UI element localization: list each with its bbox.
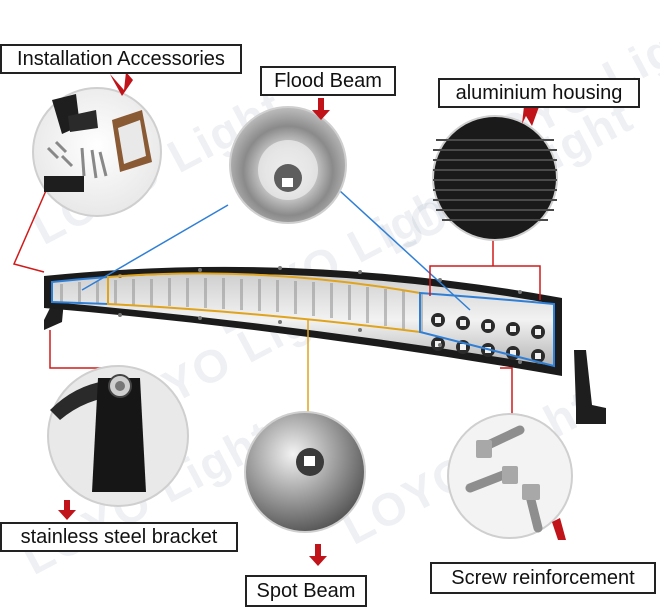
arrow-flood xyxy=(312,98,330,120)
arrow-bracket xyxy=(58,500,76,520)
spot-section-outline-right xyxy=(419,291,555,368)
connector-lines xyxy=(12,179,541,440)
screw-image xyxy=(447,413,573,539)
label-flood-beam: Flood Beam xyxy=(260,66,396,96)
pointer-arrows xyxy=(58,72,566,566)
arrow-spot xyxy=(309,544,327,566)
arrow-screw xyxy=(552,518,566,540)
label-aluminium-housing: aluminium housing xyxy=(438,78,640,108)
label-stainless-steel-bracket: stainless steel bracket xyxy=(0,522,238,552)
aluminium-housing-image xyxy=(432,115,558,241)
flood-beam-image xyxy=(229,106,347,224)
arrow-accessories xyxy=(110,72,133,96)
label-installation-accessories: Installation Accessories xyxy=(0,44,242,74)
accessories-image xyxy=(32,87,162,217)
bar-led-face xyxy=(52,273,554,366)
spot-beam-image xyxy=(244,411,366,533)
stainless-bracket-image xyxy=(47,365,189,507)
label-screw-reinforcement: Screw reinforcement xyxy=(430,562,656,594)
light-bar xyxy=(44,266,606,424)
label-spot-beam: Spot Beam xyxy=(245,575,367,607)
bracket-right xyxy=(574,350,606,424)
arrow-housing xyxy=(522,104,540,126)
